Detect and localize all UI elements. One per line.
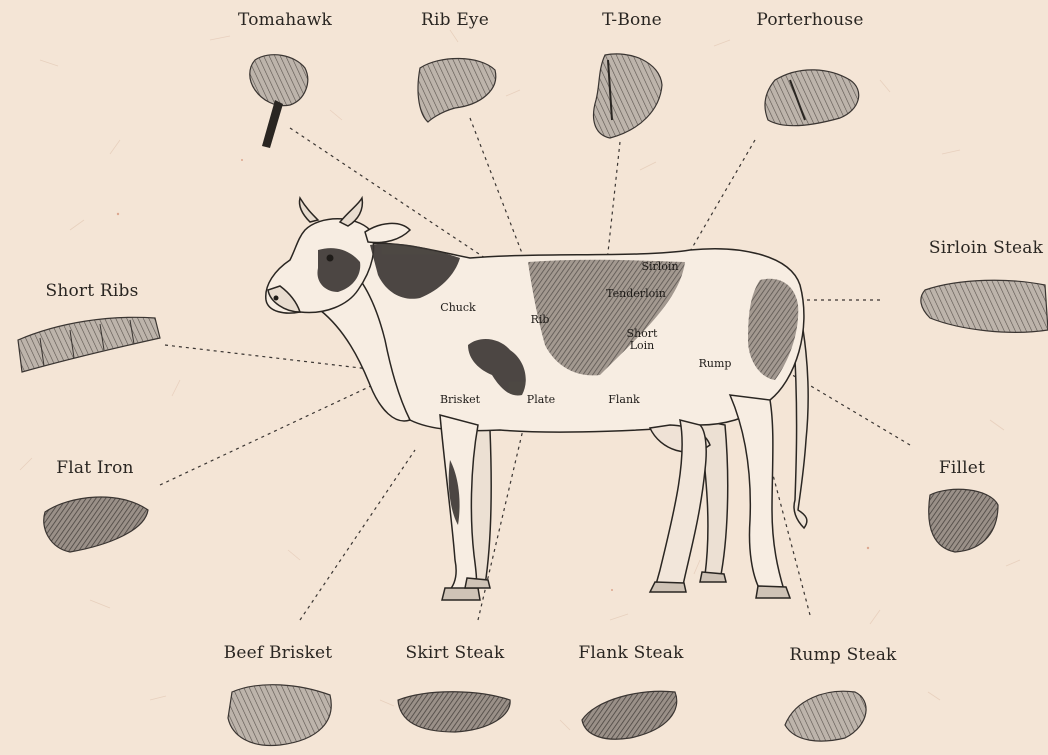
region-label-chuck: Chuck	[440, 302, 475, 314]
region-label-plate: Plate	[527, 394, 555, 406]
cut-label-tomahawk: Tomahawk	[238, 12, 332, 29]
cut-label-sirloin-steak: Sirloin Steak	[929, 240, 1043, 257]
region-label-brisket: Brisket	[440, 394, 480, 406]
cut-label-short-ribs: Short Ribs	[45, 283, 138, 300]
rump-steak-icon	[785, 691, 866, 741]
cut-label-rump-steak: Rump Steak	[789, 647, 896, 664]
region-label-tenderloin: Tenderloin	[606, 288, 666, 300]
cut-label-flat-iron: Flat Iron	[56, 460, 133, 477]
rib-eye-icon	[418, 58, 496, 122]
cut-label-t-bone: T-Bone	[602, 12, 662, 29]
region-label-sirloin: Sirloin	[641, 261, 678, 273]
leader-beef-brisket	[300, 450, 415, 620]
cut-label-fillet: Fillet	[939, 460, 985, 477]
region-label-flank: Flank	[608, 394, 639, 406]
region-label-rump: Rump	[699, 358, 732, 370]
region-label-short-loin-line2: Loin	[627, 340, 658, 352]
short-ribs-icon	[18, 317, 160, 372]
cut-label-porterhouse: Porterhouse	[756, 12, 863, 29]
region-label-rib: Rib	[531, 314, 550, 326]
flat-iron-icon	[44, 497, 148, 552]
region-label-short-loin: Short Loin	[627, 328, 658, 352]
t-bone-icon	[594, 54, 662, 138]
skirt-steak-icon	[398, 692, 510, 732]
leader-flat-iron	[160, 370, 405, 485]
flank-steak-icon	[582, 691, 677, 739]
tomahawk-icon	[250, 55, 308, 148]
porterhouse-icon	[765, 70, 859, 126]
cut-label-rib-eye: Rib Eye	[421, 12, 489, 29]
fillet-icon	[929, 489, 998, 552]
cut-label-beef-brisket: Beef Brisket	[224, 645, 333, 662]
beef-brisket-icon	[228, 685, 331, 746]
cut-label-flank-steak: Flank Steak	[578, 645, 683, 662]
cut-label-skirt-steak: Skirt Steak	[406, 645, 505, 662]
sirloin-steak-icon	[921, 280, 1048, 332]
